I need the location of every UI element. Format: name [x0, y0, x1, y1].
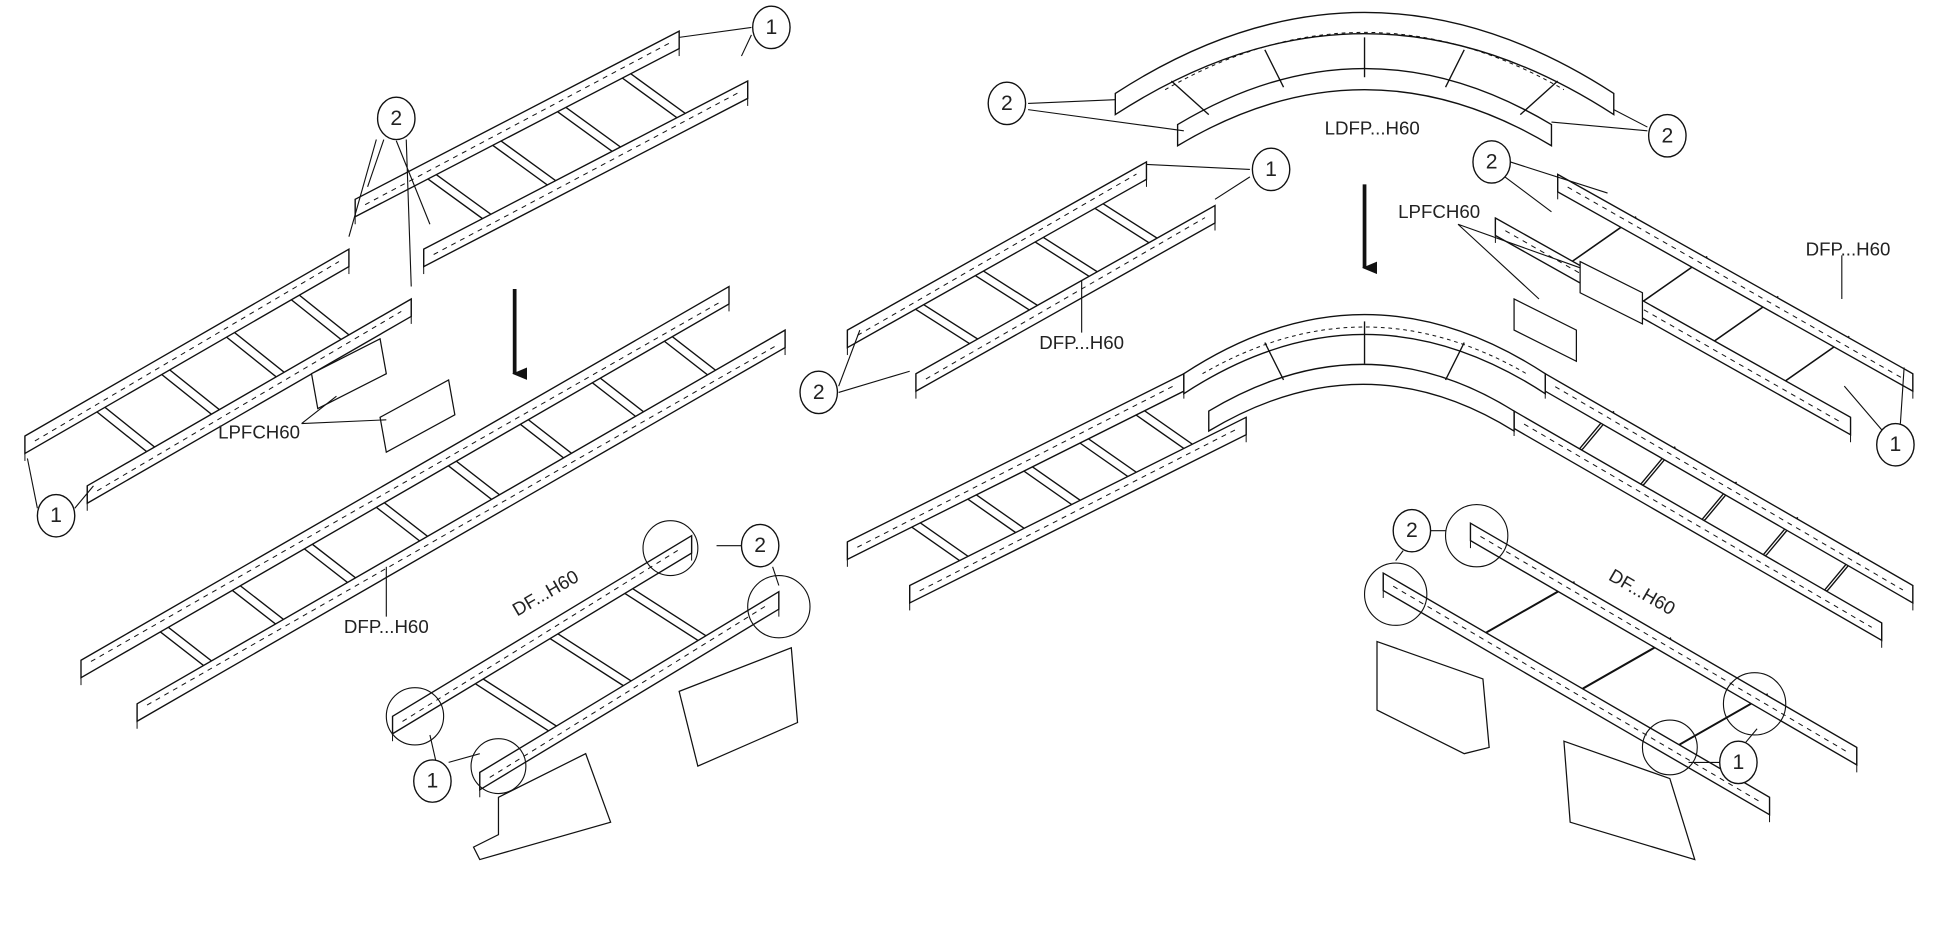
- callout-circle: [740, 523, 780, 568]
- bend-sections: [1114, 11, 1615, 433]
- rail-slots: [1523, 423, 1872, 628]
- ladder-rung: [466, 672, 564, 736]
- ladder-rung: [615, 582, 713, 646]
- ladder-section: [1513, 372, 1914, 648]
- callout-2: 2: [740, 523, 780, 568]
- callout-number: 1: [50, 504, 62, 527]
- callout-number: 2: [1001, 92, 1013, 115]
- rail-slots: [1392, 585, 1760, 802]
- rail-slots: [1567, 186, 1904, 379]
- label-ldfp-h60: LDFP...H60: [1325, 118, 1420, 139]
- connector-plate-lpfch60: [1513, 297, 1578, 363]
- callout-number: 2: [390, 107, 402, 130]
- direction-arrows: [512, 184, 1378, 380]
- bend-ladder-top: [1114, 11, 1615, 147]
- callout-number: 1: [1732, 751, 1744, 774]
- callout-number: 2: [1406, 519, 1418, 542]
- callout-2: 2: [1647, 113, 1687, 158]
- rail-slots: [489, 603, 770, 778]
- ladder-section: [1382, 522, 1858, 823]
- label-dfp-h60: DFP...H60: [344, 616, 429, 637]
- leader-lines: [26, 26, 1905, 795]
- ladder-section: [846, 160, 1216, 399]
- ladder-side-rail: [86, 297, 412, 505]
- callout-number: 2: [1486, 150, 1498, 173]
- callout-circle: [799, 370, 839, 415]
- ladder-side-rail: [24, 247, 350, 455]
- ladder-rung: [540, 627, 639, 691]
- callout-circle: [1251, 147, 1291, 192]
- rail-slots: [1554, 386, 1904, 591]
- ladder-section: [391, 534, 780, 798]
- connector-plate-detail: [1376, 640, 1490, 755]
- callout-number: 2: [754, 534, 766, 557]
- rail-slots: [90, 302, 720, 662]
- callout-2: 2: [799, 370, 839, 415]
- callout-circle: [413, 759, 452, 803]
- rail-slots: [925, 217, 1206, 380]
- ladder-section: [24, 247, 412, 511]
- callout-number: 1: [1890, 433, 1902, 456]
- ladder-section: [354, 30, 749, 275]
- callout-circle: [987, 81, 1027, 126]
- callout-1: 1: [413, 759, 452, 803]
- rail-slots: [1505, 230, 1841, 423]
- callout-number: 1: [427, 770, 439, 793]
- rail-slots: [1480, 535, 1848, 753]
- connector-plate-detail: [472, 752, 612, 861]
- connector-plates: [310, 260, 1696, 861]
- connector-plate-detail: [678, 646, 799, 767]
- ladder-side-rail: [909, 416, 1247, 605]
- callout-1: 1: [1719, 740, 1758, 785]
- callout-1: 1: [751, 5, 791, 50]
- callout-2: 2: [1392, 508, 1432, 553]
- callout-circle: [376, 96, 416, 141]
- callout-circle: [1472, 140, 1512, 184]
- callout-circle: [751, 5, 791, 50]
- callout-number: 2: [813, 381, 825, 404]
- label-lpfch60: LPFCH60: [1398, 201, 1480, 222]
- callout-circle: [1719, 740, 1758, 785]
- callout-circle: [1876, 422, 1915, 467]
- callout-circle: [1647, 113, 1687, 158]
- rail-slots: [402, 547, 682, 722]
- callout-1: 1: [1251, 147, 1291, 192]
- callout-1: 1: [36, 493, 76, 538]
- connector-plate-lpfch60: [310, 337, 388, 410]
- label-lpfch60: LPFCH60: [218, 421, 300, 442]
- callout-2: 2: [1472, 140, 1512, 184]
- callout-number: 1: [765, 16, 777, 39]
- rail-slots: [857, 173, 1137, 336]
- rail-slots: [364, 42, 670, 206]
- callout-circle: [1392, 508, 1432, 553]
- callout-markers: 1 1 1 1 1 1 2 2 2 2 2 2 2: [36, 5, 1915, 803]
- connector-plate-detail: [1563, 740, 1696, 861]
- callout-2: 2: [376, 96, 416, 141]
- ladder-section: [80, 285, 786, 729]
- callout-2: 2: [987, 81, 1027, 126]
- callout-number: 1: [1265, 158, 1277, 181]
- callout-number: 2: [1661, 124, 1673, 147]
- ladder-section: [1494, 173, 1914, 443]
- connector-plate-lpfch60: [379, 378, 456, 454]
- callout-circle: [36, 493, 76, 538]
- part-labels: LPFCH60 DFP...H60 DF...H60 LDFP...H60 LP…: [218, 118, 1890, 637]
- bend-ladder-assembled: [1183, 313, 1546, 433]
- ladder-section: [846, 372, 1247, 611]
- rail-slots: [146, 345, 776, 706]
- callout-1: 1: [1876, 422, 1915, 467]
- label-dfp-h60: DFP...H60: [1806, 238, 1891, 259]
- ladder-sections: [24, 30, 1914, 823]
- label-dfp-h60: DFP...H60: [1039, 332, 1124, 353]
- rail-slots: [433, 92, 738, 255]
- connector-plate-lpfch60: [1579, 260, 1644, 325]
